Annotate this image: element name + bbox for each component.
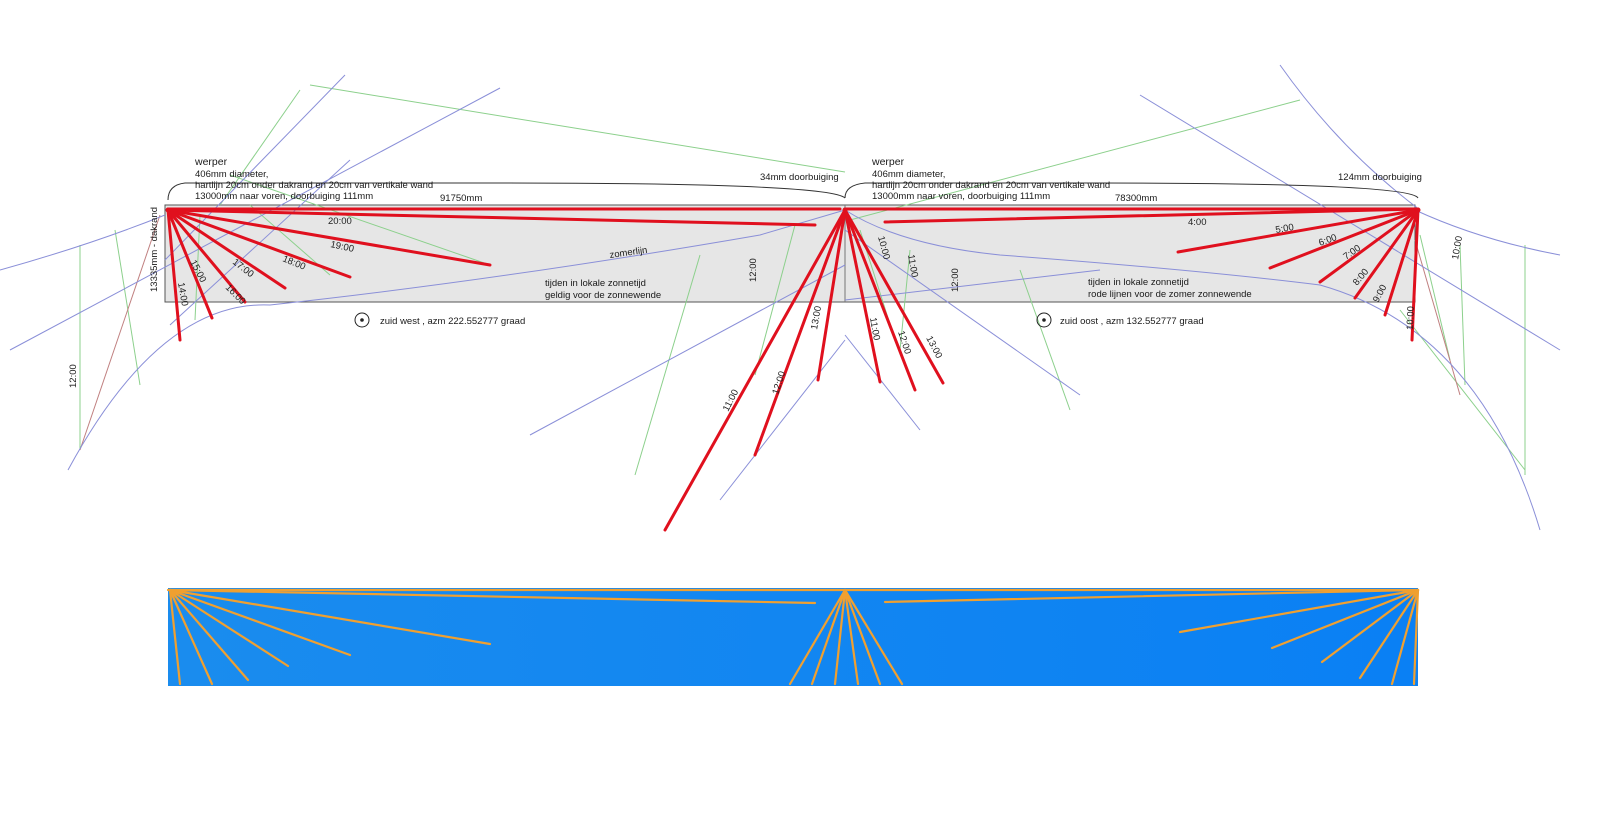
- construction-green-lines: [79, 84, 1526, 476]
- blue-panel: [168, 588, 1418, 686]
- right-hour-label: 4:00: [1188, 217, 1207, 228]
- middle-hour-label: 12:00: [748, 258, 759, 282]
- left-note-line-1: tijden in lokale zonnetijd: [545, 278, 646, 289]
- right-direction-label: zuid oost , azm 132.552777 graad: [1060, 316, 1204, 327]
- right-note-line-2: rode lijnen voor de zomer zonnewende: [1088, 289, 1252, 300]
- left-hour-label: 19:00: [329, 239, 355, 255]
- left-height-label: 13335mm - dakrand: [149, 207, 160, 292]
- middle-gnomon-point: [842, 207, 848, 213]
- right-gnomon-point: [1415, 207, 1421, 213]
- middle-hour-label: 11:00: [867, 317, 882, 342]
- left-note-line-2: geldig voor de zonnewende: [545, 290, 661, 301]
- left-sun-icon: [354, 312, 370, 328]
- orange-shadow-lines: [166, 588, 1420, 686]
- middle-spec-line-1: 406mm diameter,: [872, 169, 945, 180]
- left-spec-line-3: 13000mm naar voren, doorbuiging 111mm: [195, 191, 373, 202]
- left-werper-label: werper: [194, 156, 228, 168]
- left-far-hour-label: 12:00: [68, 364, 79, 388]
- zomerlijn-label: zomerlijn: [609, 245, 648, 261]
- right-hour-label: 10:00: [1405, 306, 1417, 330]
- left-red-hour-lines: [166, 207, 842, 342]
- middle-werper-label: werper: [871, 156, 905, 168]
- left-gnomon-point: [165, 207, 171, 213]
- left-width-label: 91750mm: [440, 193, 482, 204]
- middle-hour-label: 12:00: [950, 268, 961, 292]
- right-width-label: 78300mm: [1115, 193, 1157, 204]
- left-direction-label: zuid west , azm 222.552777 graad: [380, 316, 525, 327]
- roof-band: [164, 204, 1416, 303]
- right-deflection-label: 124mm doorbuiging: [1338, 172, 1422, 183]
- middle-deflection-label: 34mm doorbuiging: [760, 172, 839, 183]
- middle-red-hour-lines: [663, 207, 1420, 532]
- middle-spec-line-3: 13000mm naar voren, doorbuiging 111mm: [872, 191, 1050, 202]
- left-hour-label: 14:00: [175, 282, 190, 307]
- middle-spec-line-2: hartlijn 20cm onder dakrand en 20cm van …: [872, 180, 1110, 191]
- right-note-line-1: tijden in lokale zonnetijd: [1088, 277, 1189, 288]
- right-red-hour-lines: [1176, 208, 1420, 342]
- middle-hour-label: 11:00: [905, 254, 920, 279]
- left-spec-line-2: hartlijn 20cm onder dakrand en 20cm van …: [195, 180, 433, 191]
- left-hour-label: 20:00: [328, 216, 352, 227]
- right-hour-label: 5:00: [1275, 222, 1295, 236]
- right-far-hour-label: 10:00: [1450, 235, 1465, 260]
- right-sun-icon: [1036, 312, 1052, 328]
- right-dimension-brace: [844, 182, 1419, 199]
- middle-hour-label: 13:00: [809, 305, 824, 330]
- left-spec-line-1: 406mm diameter,: [195, 169, 268, 180]
- left-dimension-brace: [167, 182, 846, 201]
- middle-hour-label: 12:00: [770, 370, 788, 396]
- construction-brown-lines: [79, 214, 1461, 451]
